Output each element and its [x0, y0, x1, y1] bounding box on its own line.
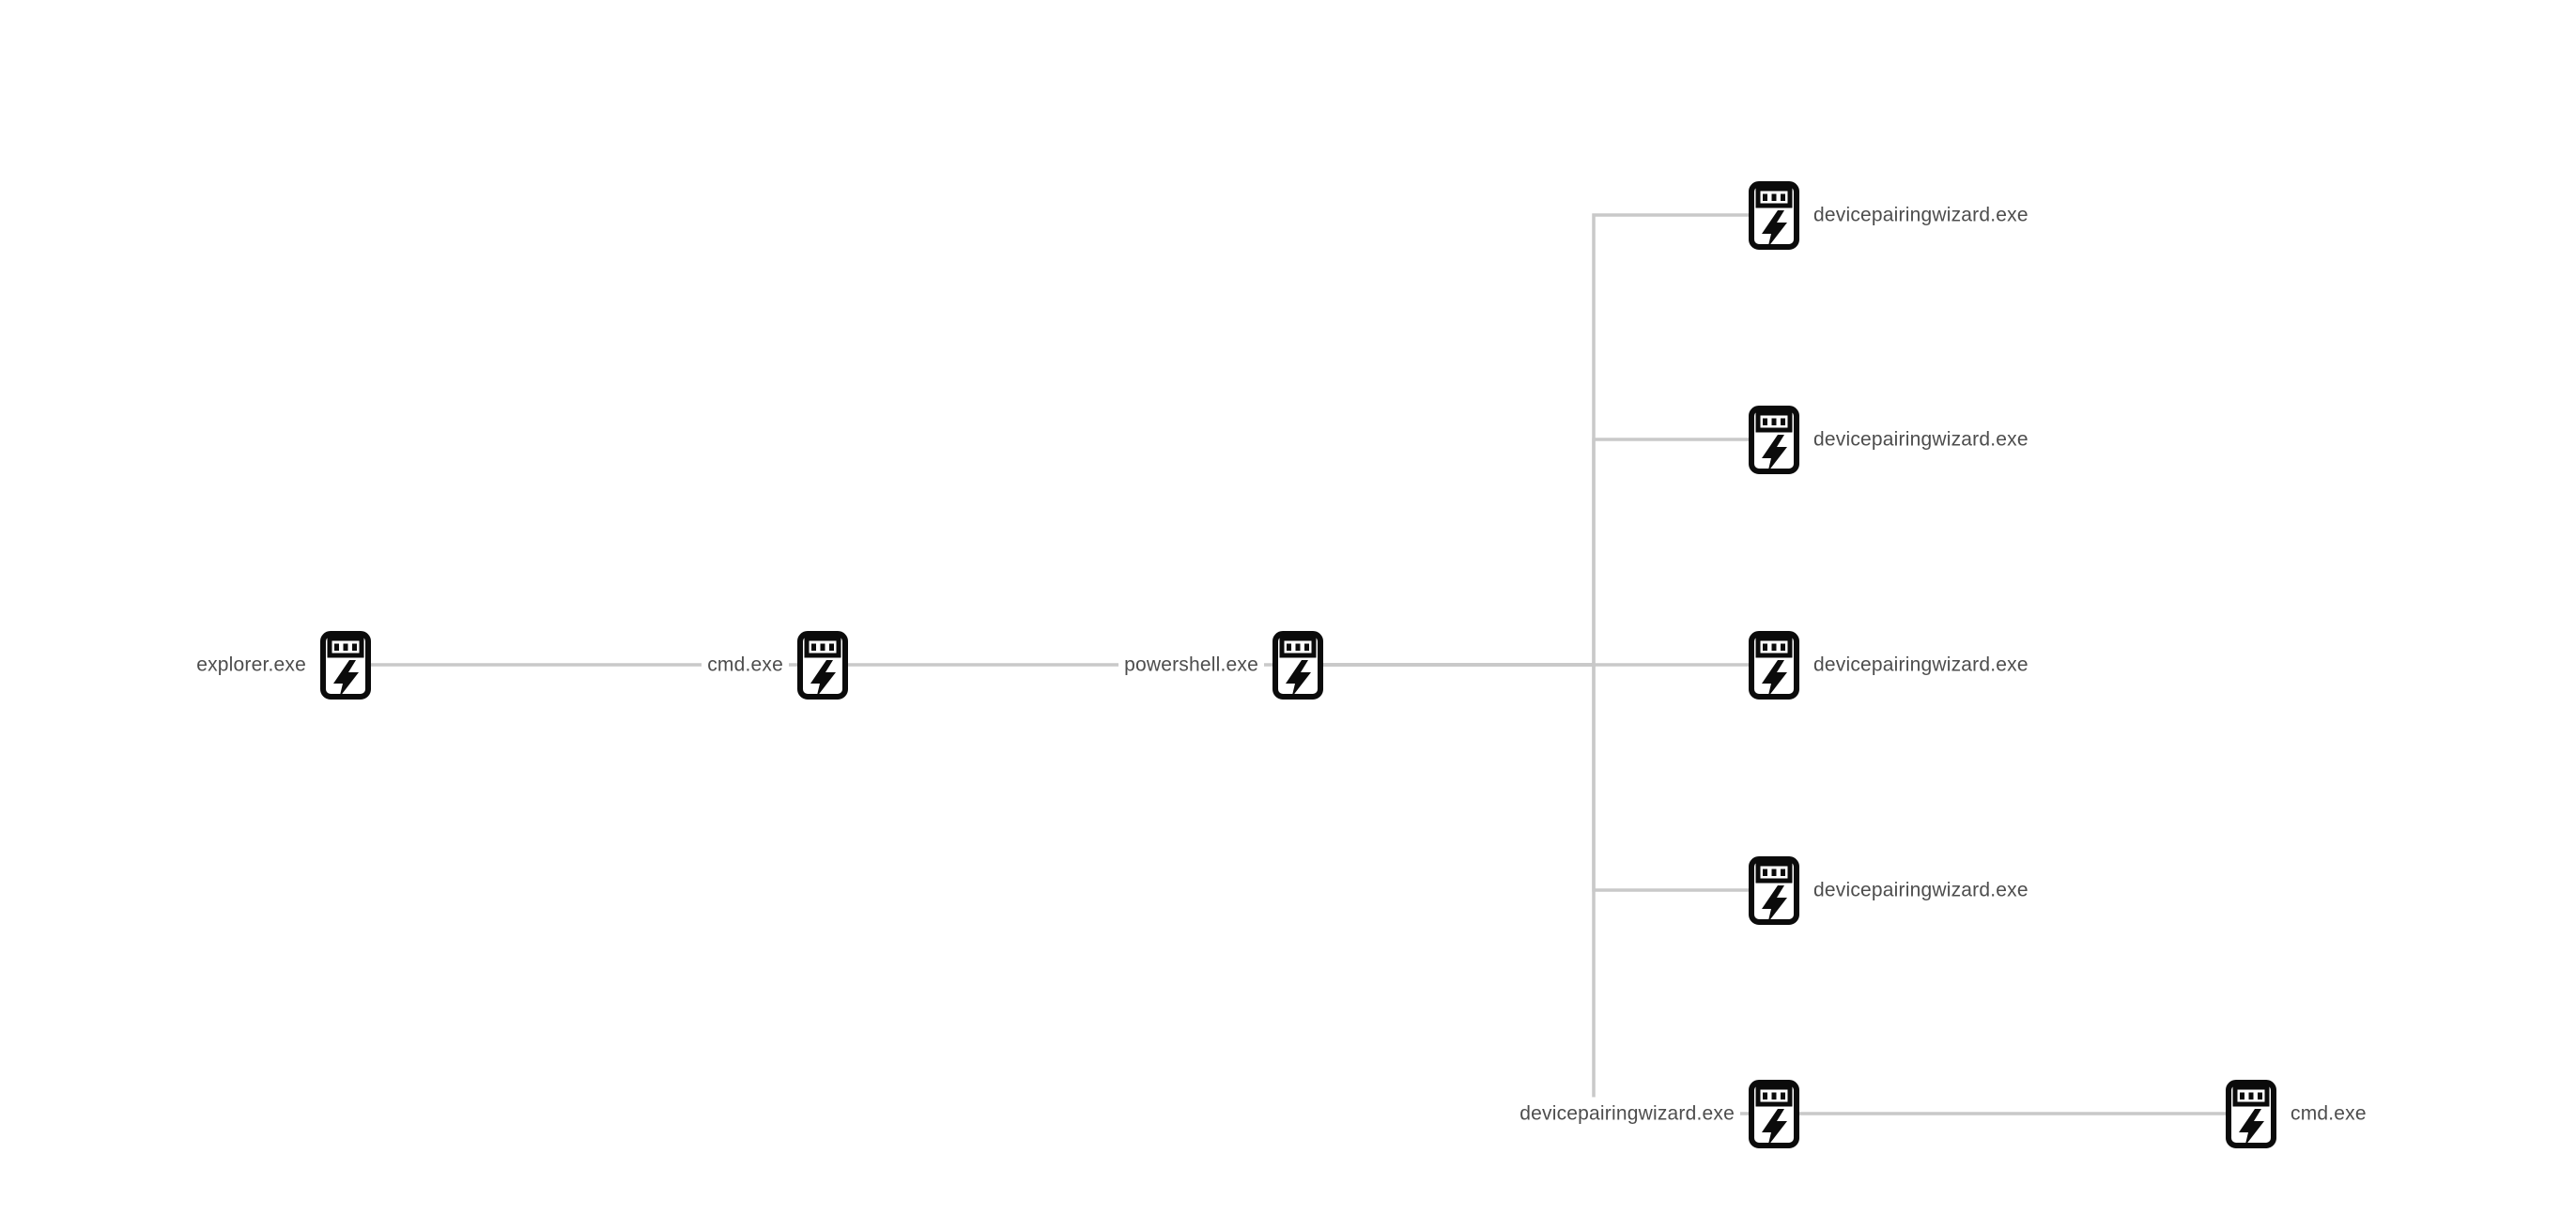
- process-icon[interactable]: [1749, 1080, 1799, 1148]
- process-icon[interactable]: [1749, 856, 1799, 925]
- process-icon[interactable]: [1273, 631, 1323, 700]
- process-label: devicepairingwizard.exe: [1514, 1097, 1740, 1130]
- process-label: devicepairingwizard.exe: [1808, 648, 2034, 682]
- process-label: cmd.exe: [2285, 1097, 2372, 1130]
- process-icon[interactable]: [797, 631, 848, 700]
- process-label: devicepairingwizard.exe: [1808, 873, 2034, 907]
- process-label: devicepairingwizard.exe: [1808, 198, 2034, 232]
- process-icon[interactable]: [1749, 631, 1799, 700]
- process-icon[interactable]: [2226, 1080, 2276, 1148]
- process-icon[interactable]: [1749, 181, 1799, 250]
- process-label: devicepairingwizard.exe: [1808, 423, 2034, 456]
- process-icon[interactable]: [1749, 406, 1799, 474]
- process-label: powershell.exe: [1118, 648, 1264, 682]
- process-icon[interactable]: [320, 631, 371, 700]
- process-label: cmd.exe: [702, 648, 789, 682]
- process-label: explorer.exe: [191, 648, 312, 682]
